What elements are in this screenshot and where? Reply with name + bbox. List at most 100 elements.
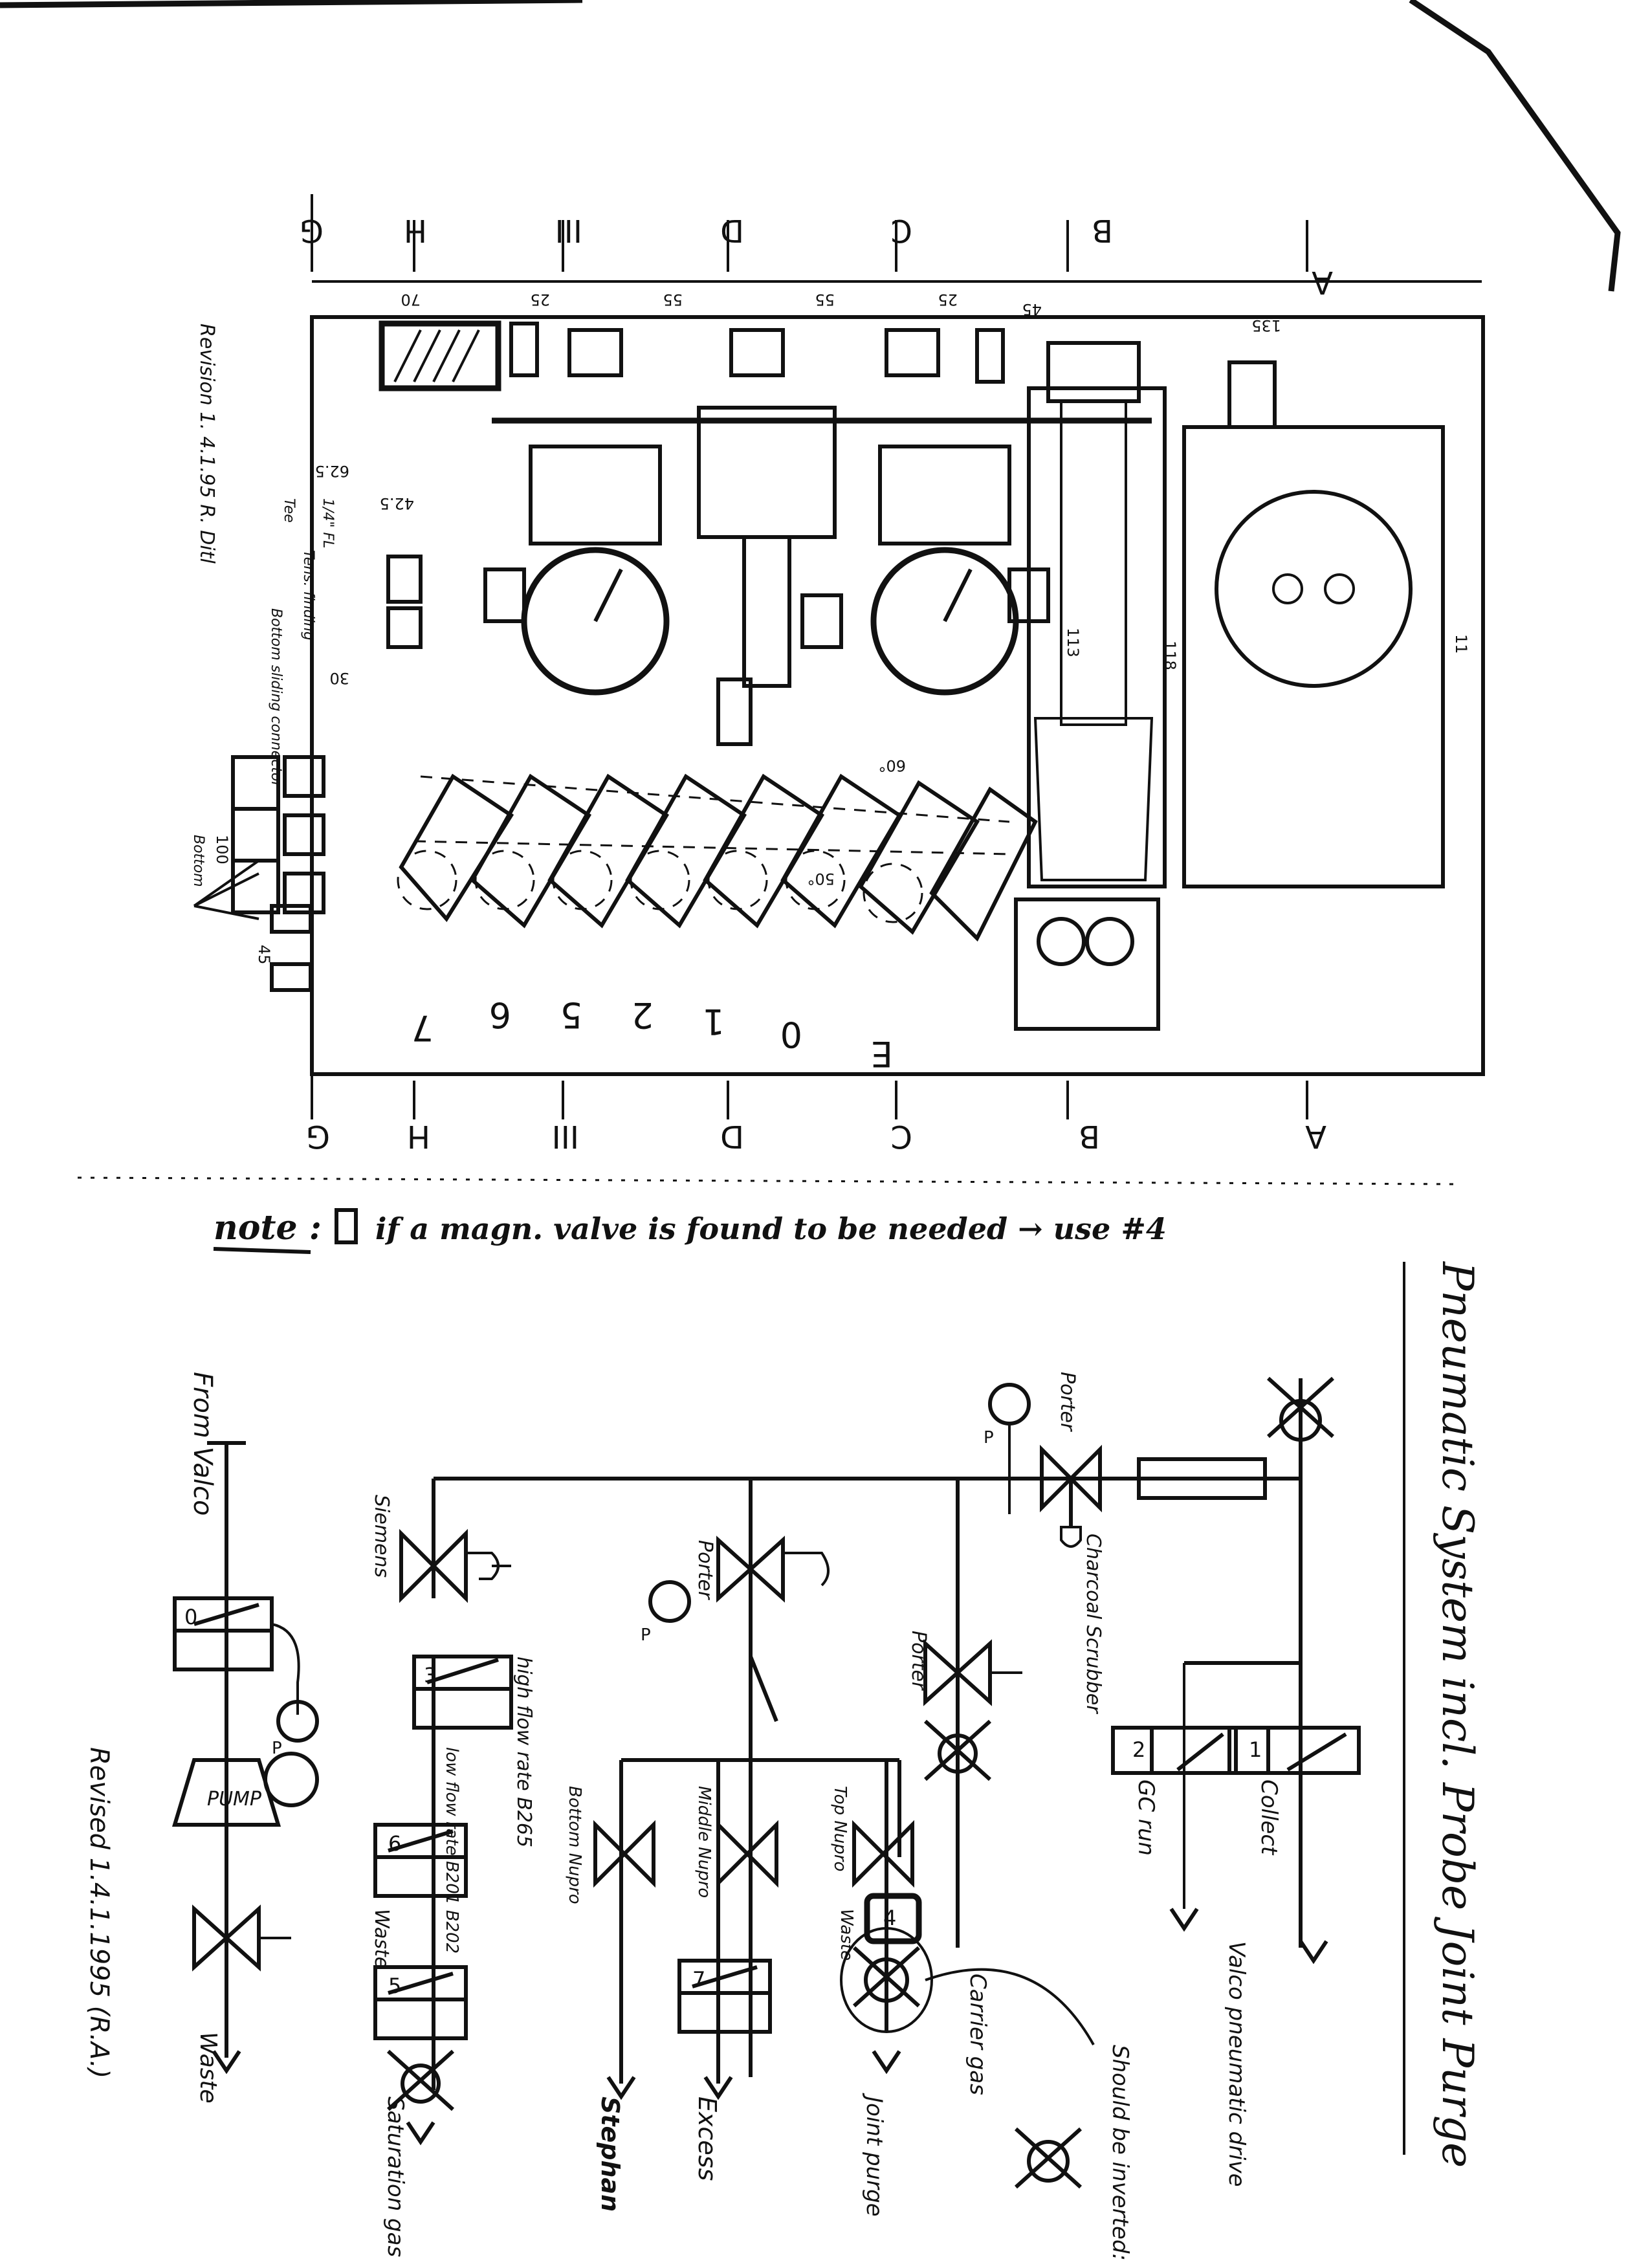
piping (225, 1378, 1303, 2090)
actuator-housing (1027, 386, 1167, 888)
dim-label: 25 (938, 291, 958, 309)
valve-numbers: 1 2 3 4 5 6 7 0 (184, 1605, 1262, 1998)
side-note: 1/4" FL (320, 498, 336, 548)
dimension-labels: 70 25 55 55 25 45 135 62.5 42.5 30 113 1… (213, 291, 1470, 965)
dim-label: 45 (255, 945, 273, 965)
row-letter: G (300, 212, 324, 248)
label-collect: Collect (1256, 1779, 1282, 1856)
rotor-circle (1215, 490, 1413, 688)
label-saturation: Saturation gas (382, 2097, 408, 2257)
label-carrier: Carrier gas (965, 1974, 991, 2095)
label-bottom-nupro: Bottom Nupro (565, 1786, 584, 1904)
outlet-number: 5 (560, 995, 582, 1035)
row-letter: G (306, 1118, 330, 1154)
valve-block (1182, 425, 1445, 888)
cap (567, 328, 623, 377)
note-underline (213, 1247, 311, 1254)
pressure-gauge-icon (276, 1700, 319, 1743)
pressure-gauges (483, 406, 1050, 746)
valve-number: 1 (1249, 1737, 1262, 1762)
filter-box (379, 320, 501, 391)
dim-label: 62.5 (315, 462, 349, 480)
dim-label: 135 (1251, 316, 1281, 335)
highlight-circle (840, 1927, 933, 2033)
connector-block (1014, 897, 1160, 1031)
label-should-invert: Should be inverted: (1107, 2045, 1133, 2261)
solenoid-valves (373, 1655, 1361, 2040)
note: note : if a magn. valve is found to be n… (213, 1208, 1167, 1254)
pressure-gauge-icon (648, 1580, 691, 1623)
pressure-gauge-icon (988, 1383, 1031, 1426)
label-pump: PUMP (207, 1788, 262, 1811)
section-divider (77, 1176, 1457, 1185)
valve-number: 2 (1132, 1737, 1145, 1762)
row-letter: H (404, 212, 427, 248)
row-letters-top: G H III D C B A (300, 212, 1333, 300)
cap (729, 328, 785, 377)
row-letter: A (1312, 264, 1333, 300)
porter-valve-icon (923, 1639, 992, 1706)
label-from-valco: From Valco (188, 1372, 217, 1516)
label-joint-purge: Joint purge (861, 2093, 887, 2217)
mechanical-drawing: G H III D C B A G H III D C B A 70 25 55… (190, 194, 1485, 1154)
outlet-number: 6 (489, 995, 511, 1035)
label-high-flow: high flow rate B265 (512, 1657, 535, 1847)
pressure-labels: P P P (272, 1428, 994, 1758)
left-fittings (193, 555, 423, 992)
check-valve-icon (864, 1957, 909, 2003)
row-letter: D (720, 212, 744, 248)
dim-label: 42.5 (380, 494, 414, 512)
outlet-number: 2 (632, 995, 654, 1035)
label-middle-nupro: Middle Nupro (694, 1786, 714, 1898)
fitting-icon (1085, 917, 1134, 966)
side-note: Tens. finding (300, 550, 316, 641)
row-letter: C (890, 1118, 912, 1154)
row-letter: A (1305, 1118, 1326, 1154)
valve-number: 0 (184, 1605, 197, 1629)
screw-icon (1272, 573, 1303, 604)
label-valco-drive: Valco pneumatic drive (1224, 1941, 1249, 2187)
dim-label: 55 (815, 291, 835, 309)
outlet-number: 1 (703, 1001, 725, 1042)
row-letter: H (407, 1118, 430, 1154)
dim-label: 100 (213, 835, 231, 864)
dim-label: 11 (1452, 634, 1470, 654)
dim-label: 60° (878, 756, 906, 775)
dim-label: 30 (329, 669, 349, 687)
fitting-icon (1037, 917, 1086, 966)
cap (1046, 341, 1141, 403)
note-text: if a magn. valve is found to be needed →… (375, 1211, 1167, 1246)
valve-number: 5 (388, 1974, 401, 1998)
charcoal-scrubber (1137, 1457, 1267, 1500)
pump-icon (171, 1758, 281, 1827)
pump-motor-icon (263, 1752, 319, 1807)
siemens-valve-icon (399, 1528, 468, 1603)
pump-branch (171, 1441, 319, 2075)
label-gcrun: GC run (1133, 1779, 1159, 1856)
cap (509, 322, 539, 377)
note-box-icon (335, 1208, 358, 1244)
row-letter: III (552, 1118, 579, 1154)
p-label: P (272, 1739, 282, 1758)
outlet-number: E (871, 1033, 893, 1074)
actuator-cone (1033, 717, 1154, 881)
p-label: P (984, 1428, 994, 1448)
porter-valve-icon (1040, 1444, 1102, 1513)
dim-label: 50° (807, 870, 835, 888)
label-waste: Waste (837, 1909, 856, 1961)
screw-icon (1324, 573, 1355, 604)
row-letter: III (555, 212, 582, 248)
outlet-numbers: 7 6 5 2 1 0 E (412, 995, 893, 1074)
valve-number: 7 (692, 1967, 705, 1992)
p-label: P (641, 1625, 651, 1645)
side-note: Bottom sliding connector (268, 608, 284, 789)
top-check-valve (1266, 1376, 1335, 1442)
label-porter: Porter (694, 1540, 716, 1600)
dim-label: 70 (401, 291, 421, 309)
label-porter: Porter (907, 1631, 930, 1691)
check-valve-icon (938, 1734, 978, 1774)
side-notes: Tee Tens. finding Bottom sliding connect… (190, 324, 336, 887)
inverted-check-valve-icon (1027, 2140, 1070, 2183)
